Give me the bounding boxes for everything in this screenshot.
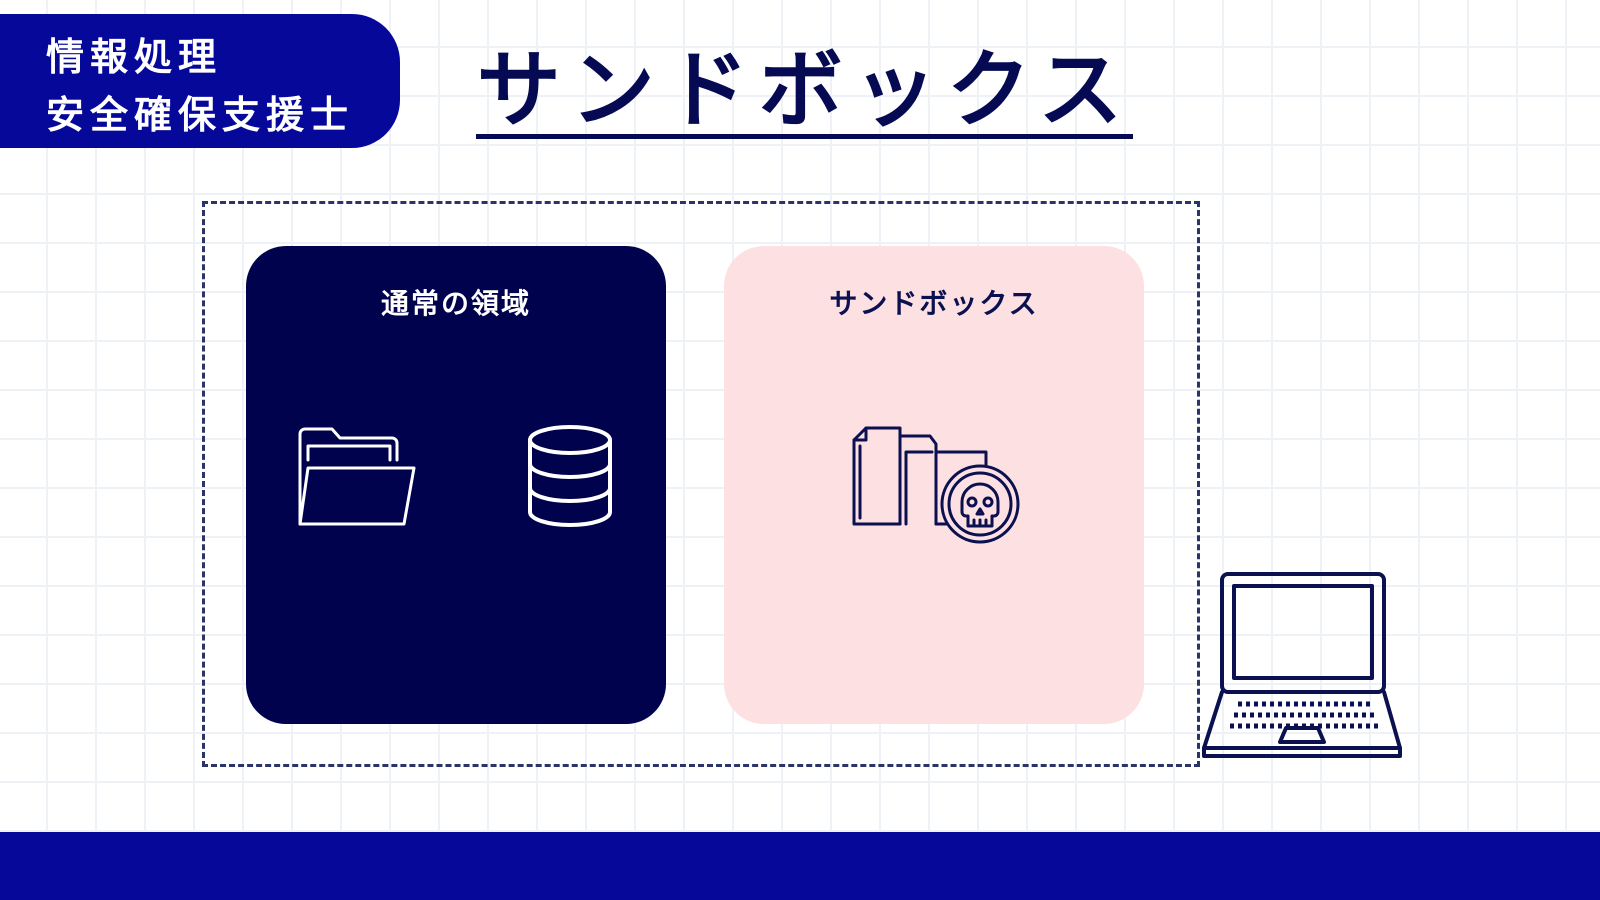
infected-files-skull-icon (852, 426, 1020, 544)
database-icon (528, 425, 612, 527)
folder-icon (298, 427, 416, 526)
title-underline (476, 134, 1133, 139)
exam-badge: 情報処理 安全確保支援士 (0, 14, 400, 148)
system-boundary (202, 201, 1200, 767)
sandbox-area-title: サンドボックス (829, 287, 1039, 320)
normal-area-panel: 通常の領域 (246, 246, 666, 724)
badge-line-2: 安全確保支援士 (46, 93, 355, 137)
badge-line-1: 情報処理 (46, 35, 223, 79)
laptop-icon (1202, 572, 1402, 758)
footer-bar (0, 832, 1600, 900)
sandbox-panel: サンドボックス (724, 246, 1144, 724)
normal-area-title: 通常の領域 (380, 287, 531, 320)
page-title: サンドボックス (476, 41, 1133, 139)
